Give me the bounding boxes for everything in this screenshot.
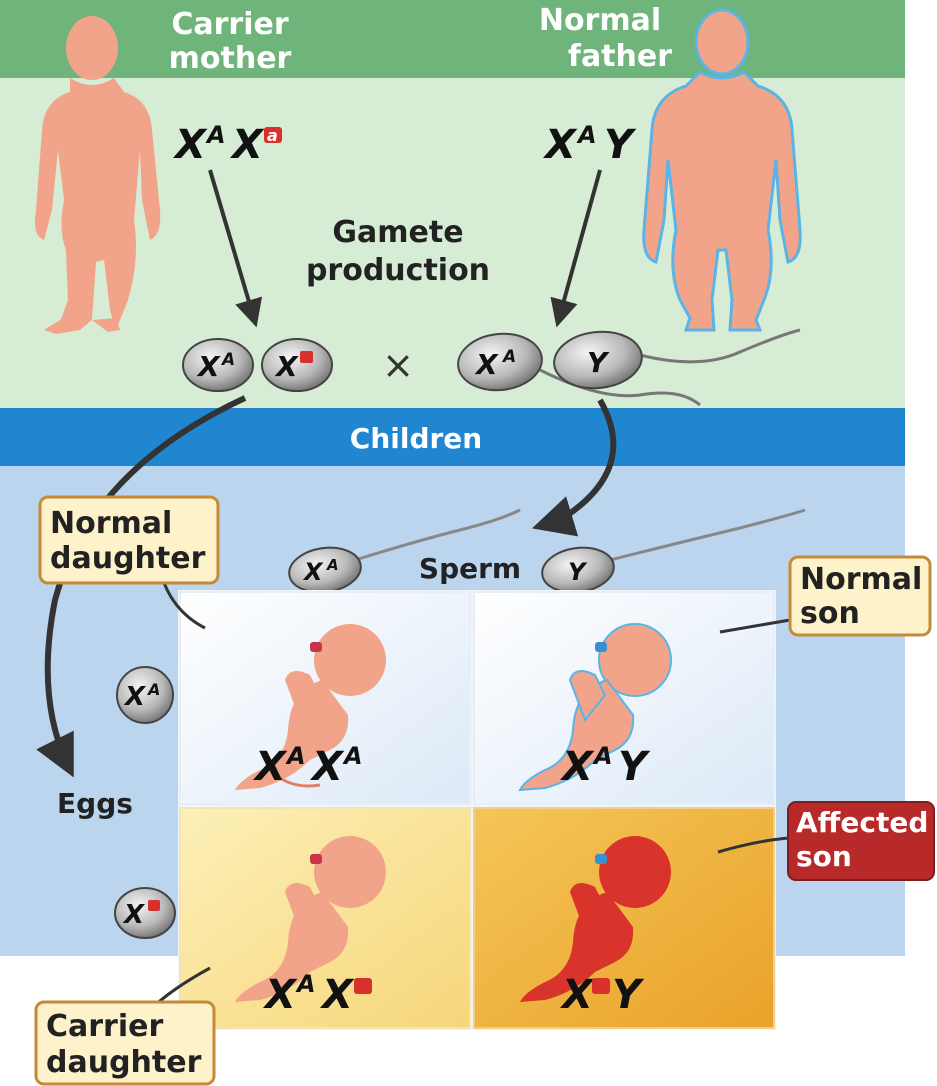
svg-text:X: X [252, 744, 288, 790]
children-header: Children [350, 422, 482, 455]
svg-text:X: X [172, 122, 208, 168]
svg-text:X: X [302, 558, 324, 586]
egg-XA-row-header: X A [117, 667, 173, 723]
svg-text:X: X [122, 900, 146, 930]
svg-text:X: X [559, 972, 595, 1018]
svg-text:Y: Y [568, 558, 588, 586]
parents-header-band [0, 0, 905, 78]
svg-text:X: X [262, 972, 298, 1018]
mother-label-line1: Carrier [171, 7, 288, 42]
egg-XA-gamete: X A [183, 339, 253, 391]
svg-text:A: A [146, 680, 160, 699]
svg-text:X: X [196, 350, 221, 383]
egg-Xa-gamete: X [262, 339, 332, 391]
svg-text:X: X [229, 122, 265, 168]
svg-text:X: X [559, 744, 595, 790]
father-label-line1: Normal [539, 3, 661, 38]
egg-Xa-row-header: X [115, 888, 175, 938]
svg-text:A: A [205, 121, 226, 149]
eggs-label: Eggs [57, 787, 133, 820]
callout-normal-son-line1: Normal [800, 562, 922, 597]
svg-text:X: X [309, 744, 345, 790]
svg-text:X: X [542, 122, 578, 168]
callout-normal-son-line2: son [800, 596, 860, 631]
svg-text:Y: Y [587, 346, 610, 379]
callout-carrier-daughter-line2: daughter [46, 1045, 202, 1080]
svg-text:Y: Y [612, 972, 645, 1018]
callout-affected-son-line2: son [796, 840, 852, 873]
svg-text:X: X [319, 972, 355, 1018]
svg-text:X: X [474, 348, 499, 381]
callout-normal-daughter-line2: daughter [50, 541, 206, 576]
sperm-label: Sperm [419, 552, 521, 585]
svg-text:A: A [220, 350, 235, 370]
svg-text:A: A [295, 970, 316, 998]
svg-text:A: A [576, 121, 597, 149]
callout-normal-daughter-line1: Normal [50, 506, 172, 541]
svg-text:A: A [285, 742, 306, 770]
svg-text:A: A [326, 556, 339, 574]
callout-carrier-daughter-line1: Carrier [46, 1009, 163, 1044]
svg-text:Y: Y [604, 122, 637, 168]
svg-text:A: A [592, 742, 613, 770]
callout-affected-son-line1: Affected [796, 806, 928, 839]
mother-label-line2: mother [169, 41, 292, 76]
svg-text:a: a [267, 126, 278, 145]
gamete-production-line1: Gamete [332, 215, 463, 250]
svg-text:A: A [501, 347, 516, 367]
svg-text:X: X [123, 682, 147, 712]
svg-text:Y: Y [618, 744, 651, 790]
svg-text:X: X [274, 350, 299, 383]
cross-symbol: × [382, 343, 414, 387]
svg-text:A: A [342, 742, 363, 770]
father-label-line2: father [568, 39, 672, 74]
gamete-production-line2: production [306, 253, 490, 288]
